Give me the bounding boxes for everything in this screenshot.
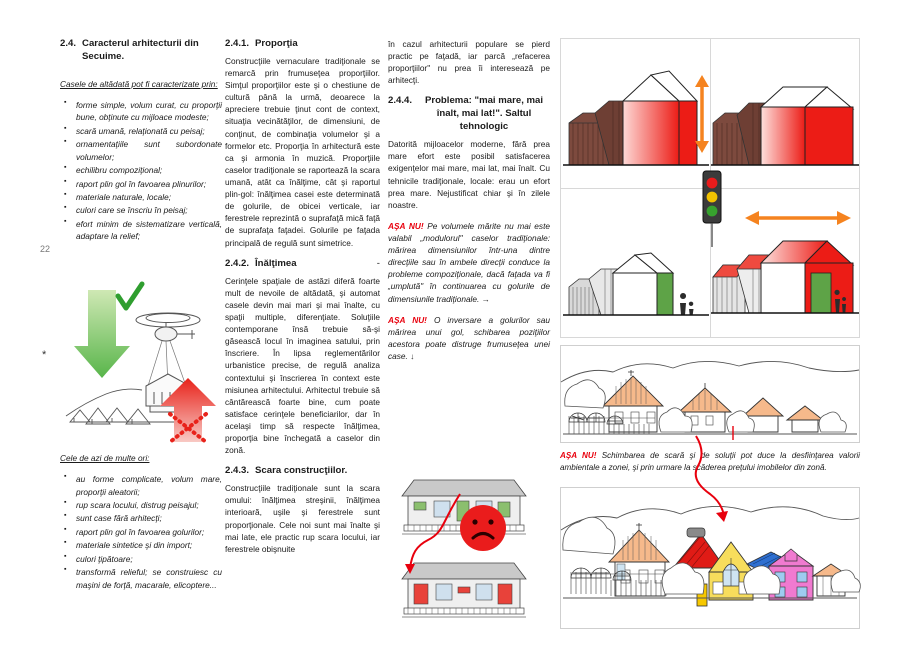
list-item: culori ţipătoare; <box>60 552 222 565</box>
section-heading-2-4-2: 2.4.2. Înălţimea - <box>225 258 380 271</box>
section-title: Proporţia <box>255 38 298 49</box>
village-sketch <box>65 388 190 425</box>
warning-text: O inversare a golurilor sau mărirea unui… <box>388 314 550 361</box>
intro-text: Casele de altădată pot fi caracterizate … <box>60 78 218 89</box>
column-three: în cazul arhitecturii populare se pierd … <box>388 38 550 371</box>
column-one-lower: Cele de azi de multe ori: au forme compl… <box>60 452 222 599</box>
warning-text: Pe volumele mărite nu mai este valabil „… <box>388 220 550 304</box>
human-figures <box>834 289 847 313</box>
sad-face-annotation <box>405 493 506 574</box>
section-title: Scara construcţiilor. <box>255 465 348 477</box>
proportion-paragraph: Construcţiile vernaculare tradiţionale s… <box>225 55 380 248</box>
list-item: au forme complicate, volum mare, proporţ… <box>60 472 222 498</box>
wagon-wheels <box>570 567 632 581</box>
list-item: efort minim de sistematizare verticală, … <box>60 217 222 243</box>
bad-characteristics-list: au forme complicate, volum mare, proporţ… <box>60 472 222 591</box>
caption-block: AŞA NU! Schimbarea de scară şi de soluţi… <box>560 450 860 474</box>
warning-one: AŞA NU! Pe volumele mărite nu mai este v… <box>388 220 550 305</box>
orange-double-arrow-horizontal <box>745 211 851 225</box>
section-heading-2-4: 2.4. Caracterul arhitecturii din Secuime… <box>60 38 222 64</box>
caption-label: AŞA NU! <box>560 451 597 460</box>
section-heading-2-4-4: 2.4.4. Problema: "mai mare, mai înalt, m… <box>388 95 550 134</box>
list-item: materiale naturale, locale; <box>60 190 222 203</box>
cell-bottom-right-enlarged-red <box>711 240 859 314</box>
section-heading-2-4-3: 2.4.3. Scara construcţiilor. <box>225 465 380 478</box>
green-down-arrow <box>74 290 130 378</box>
list-item: scară umană, relaţionată cu peisaj; <box>60 124 222 137</box>
continued-paragraph: în cazul arhitecturii populare se pierd … <box>388 39 550 86</box>
heading-trailing-mark: - <box>376 257 380 269</box>
page-number: 22 <box>40 244 51 254</box>
list-item: forme simple, volum curat, cu proporţii … <box>60 98 222 124</box>
list-item: rup scara locului, distrug peisajul; <box>60 498 222 511</box>
sad-face-icon <box>460 505 506 551</box>
caption-warning: AŞA NU! Schimbarea de scară şi de soluţi… <box>560 450 860 474</box>
human-figures <box>680 293 694 315</box>
list-item: ornamentaţiile sunt subordonate volumelo… <box>60 137 222 163</box>
section-number: 2.4.4. <box>388 95 413 107</box>
column-one: 2.4. Caracterul arhitecturii din Secuime… <box>60 38 222 251</box>
list-item: echilibru compoziţional; <box>60 163 222 176</box>
wagon-wheels <box>568 412 624 425</box>
orange-double-arrow-vertical <box>695 75 709 153</box>
section-number: 2.4.1. <box>225 38 250 49</box>
technology-paragraph: Datorită mijloacelor moderne, fără prea … <box>388 139 550 210</box>
list-item: transformă relieful; se construiesc cu m… <box>60 565 222 591</box>
sketch-traditional-village <box>560 345 860 443</box>
facade-altered <box>400 553 528 627</box>
list-item: materiale sintetice şi din import; <box>60 538 222 551</box>
cell-bottom-left-traditional-scale <box>563 252 709 316</box>
volume-comparison-grid <box>560 38 860 338</box>
warning-label: AŞA NU! <box>388 220 424 231</box>
section-number: 2.4.3. <box>225 465 250 477</box>
list-item: raport plin gol în favoarea plinurilor; <box>60 177 222 190</box>
warning-two: AŞA NU! O inversare a golurilor sau mări… <box>388 314 550 362</box>
section-title: Problema: "mai mare, mai înalt, mai lat!… <box>424 95 544 133</box>
list-item: raport plin gol în favoarea golurilor; <box>60 525 222 538</box>
good-characteristics-list: forme simple, volum curat, cu proporţii … <box>60 98 222 243</box>
bad-intro-text: Cele de azi de multe ori: <box>60 453 150 463</box>
traffic-light-icon <box>702 170 722 247</box>
x-mark <box>168 412 208 444</box>
footnote-asterisk: * <box>42 349 47 361</box>
red-pointer-arrow <box>694 435 728 522</box>
list-item: sunt case fără arhitecţi; <box>60 511 222 524</box>
red-up-arrow <box>160 378 216 442</box>
sketch-modern-village <box>560 487 861 629</box>
check-mark <box>115 281 145 311</box>
caption-text: Schimbarea de scară şi de soluţii pot du… <box>560 451 860 473</box>
scale-paragraph: Construcţiile tradiţionale sunt la scara… <box>225 483 380 554</box>
helicopter-illustration <box>62 281 222 444</box>
section-title: Caracterul arhitecturii din Secuime. <box>82 38 199 62</box>
column-two: 2.4.1. Proporţia Construcţiile vernacula… <box>225 38 380 564</box>
cell-top-left-tall-red-houses <box>563 70 709 166</box>
height-paragraph: Cerinţele spaţiale de astăzi diferă foar… <box>225 275 380 456</box>
cell-top-right-wide-red-houses <box>711 86 859 166</box>
section-heading-2-4-1: 2.4.1. Proporţia <box>225 38 380 51</box>
helicopter-sketch <box>135 312 201 342</box>
section-title: Înălţimea <box>255 257 297 269</box>
section-number: 2.4. <box>60 38 77 49</box>
warning-label: AŞA NU! <box>388 314 427 325</box>
section-number: 2.4.2. <box>225 257 250 269</box>
list-item: culori care se înscriu în peisaj; <box>60 203 222 216</box>
